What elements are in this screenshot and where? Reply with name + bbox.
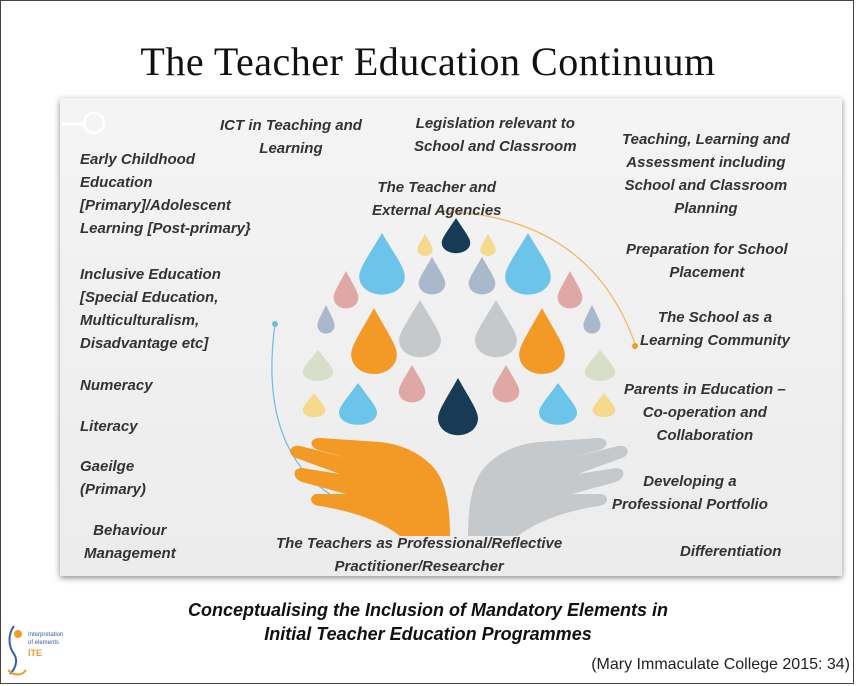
logo: Interpretation of elements ITE: [4, 620, 90, 680]
label-teaching-learning-text: Teaching, Learning and Assessment includ…: [622, 131, 790, 217]
label-inclusive-education-text: Inclusive Education [Special Education, …: [80, 266, 221, 352]
label-learning-community-text: The School as a Learning Community: [640, 309, 791, 349]
caption: Conceptualising the Inclusion of Mandato…: [0, 598, 856, 646]
label-professional-portfolio: Developing a Professional Portfolio: [612, 470, 768, 516]
label-gaeilge: Gaeilge (Primary): [80, 455, 146, 501]
label-parents-in-education-text: Parents in Education – Co-operation and …: [624, 381, 786, 444]
hands-tree-illustration: [271, 210, 638, 536]
logo-icon: [7, 625, 27, 676]
label-differentiation: Differentiation: [680, 543, 782, 560]
label-professional-portfolio-text: Developing a Professional Portfolio: [612, 473, 768, 513]
label-ict-text: ICT in Teaching and Learning: [220, 117, 362, 157]
content-panel: ICT in Teaching and Learning Legislation…: [60, 98, 842, 576]
label-gaeilge-text: Gaeilge (Primary): [80, 458, 146, 498]
citation: (Mary Immaculate College 2015: 34): [591, 656, 850, 673]
label-teaching-learning: Teaching, Learning and Assessment includ…: [622, 128, 790, 220]
label-school-placement: Preparation for School Placement: [626, 238, 788, 284]
label-external-agencies: The Teacher and External Agencies: [372, 176, 502, 222]
label-early-childhood: Early Childhood Education [Primary]/Adol…: [80, 148, 251, 240]
label-legislation-text: Legislation relevant to School and Class…: [414, 115, 577, 155]
logo-text-3: ITE: [28, 648, 43, 658]
label-behaviour-management-text: Behaviour Management: [84, 522, 176, 562]
label-behaviour-management: Behaviour Management: [84, 519, 176, 565]
label-learning-community: The School as a Learning Community: [640, 306, 790, 352]
caption-text: Conceptualising the Inclusion of Mandato…: [187, 600, 669, 644]
label-parents-in-education: Parents in Education – Co-operation and …: [624, 378, 786, 447]
toggle-icon: [62, 111, 106, 135]
label-school-placement-text: Preparation for School Placement: [626, 241, 788, 281]
slide-title: The Teacher Education Continuum: [140, 39, 716, 84]
label-inclusive-education: Inclusive Education [Special Education, …: [80, 263, 221, 355]
label-numeracy: Numeracy: [80, 377, 153, 394]
label-early-childhood-text: Early Childhood Education [Primary]/Adol…: [80, 151, 251, 237]
label-external-agencies-text: The Teacher and External Agencies: [372, 179, 502, 219]
logo-text-1: Interpretation: [28, 632, 64, 638]
logo-text-2: of elements: [28, 640, 60, 646]
label-literacy: Literacy: [80, 418, 138, 435]
label-ict: ICT in Teaching and Learning: [220, 114, 362, 160]
label-reflective-practitioner-text: The Teachers as Professional/Reflective …: [276, 535, 563, 575]
label-legislation: Legislation relevant to School and Class…: [414, 112, 577, 158]
label-reflective-practitioner: The Teachers as Professional/Reflective …: [276, 532, 562, 578]
